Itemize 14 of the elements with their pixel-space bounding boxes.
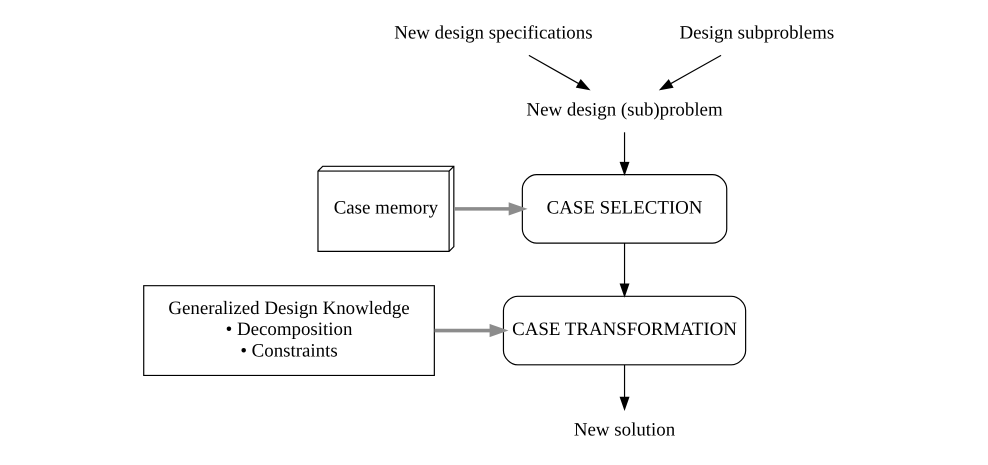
- node-box: Generalized Design Knowledge • Decomposition • Constraints: [143, 285, 435, 376]
- arrow: [454, 202, 528, 216]
- arrow: [620, 132, 630, 176]
- node-box: CASE TRANSFORMATION: [502, 296, 746, 366]
- arrow: [528, 54, 591, 90]
- node-box: CASE SELECTION: [522, 174, 728, 244]
- node-text: Design subproblems: [679, 22, 834, 44]
- node-text: New design (sub)problem: [526, 99, 723, 120]
- node-text: New design specifications: [394, 22, 593, 44]
- arrow: [620, 364, 630, 411]
- arrow: [658, 54, 722, 90]
- node-text: New solution: [574, 419, 676, 440]
- arrow: [620, 243, 630, 298]
- arrow: [434, 324, 509, 338]
